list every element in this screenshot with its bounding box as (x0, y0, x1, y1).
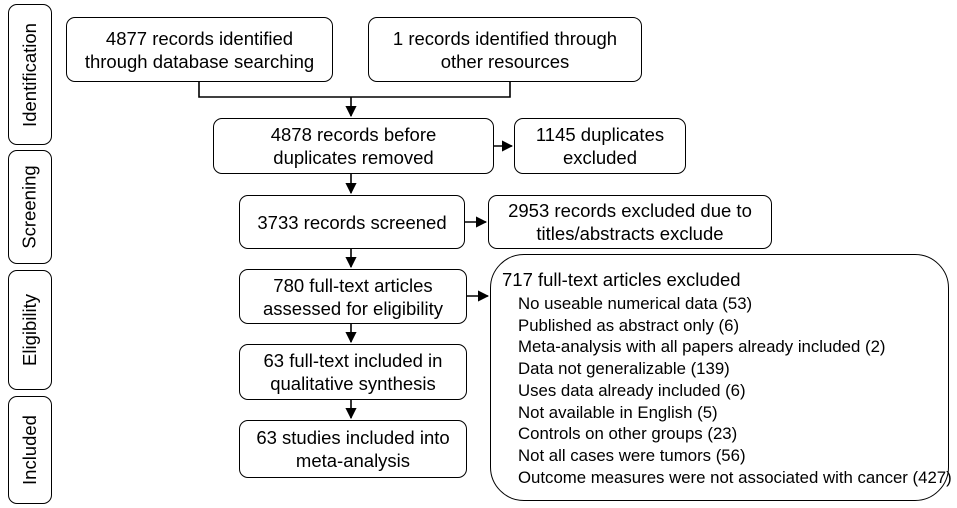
duplicates-excluded-line-2: excluded (562, 147, 638, 168)
db-search-line-1: 4877 records identified (105, 27, 294, 49)
screened-box: 3733 records screened (239, 195, 465, 249)
before-dupes-line-2: duplicates removed (273, 147, 434, 168)
merge-line (198, 82, 511, 98)
stage-identification-label: Identification (19, 22, 40, 127)
exclusion-reason: Meta-analysis with all papers already in… (518, 337, 886, 357)
db-search-box: 4877 records identified through database… (66, 17, 333, 82)
exclusion-reason: Uses data already included (6) (518, 380, 746, 400)
stage-eligibility: Eligibility (8, 270, 52, 390)
other-sources-line-2: other resources (440, 50, 570, 72)
before-dupes-box: 4878 records before duplicates removed (213, 118, 494, 174)
meta-analysis-line-1: 63 studies included into (256, 427, 450, 448)
title-excluded-line-2: titles/abstracts exclude (536, 223, 724, 244)
exclusion-reason: Controls on other groups (23) (518, 424, 738, 444)
qualitative-line-1: 63 full-text included in (263, 350, 443, 371)
meta-analysis-line-2: meta-analysis (295, 450, 411, 471)
full-text-line-1: 780 full-text articles (273, 274, 433, 296)
exclusion-reason: Outcome measures were not associated wit… (518, 467, 952, 487)
exclusion-reason: Published as abstract only (6) (518, 315, 740, 335)
before-dupes-line-1: 4878 records before (270, 124, 437, 145)
full-text-exclusions-box: 717 full-text articles excluded No useab… (490, 254, 952, 501)
title-excluded-box: 2953 records excluded due to titles/abst… (488, 195, 772, 249)
other-sources-box: 1 records identified through other resou… (368, 17, 642, 82)
exclusion-reason: Not all cases were tumors (56) (518, 445, 746, 465)
meta-analysis-box: 63 studies included into meta-analysis (239, 420, 467, 478)
duplicates-excluded-line-1: 1145 duplicates (535, 124, 665, 145)
stage-included: Included (8, 396, 52, 504)
qualitative-line-2: qualitative synthesis (270, 373, 436, 394)
db-search-line-2: through database searching (84, 50, 315, 72)
qualitative-box: 63 full-text included in qualitative syn… (239, 344, 467, 400)
exclusion-reason: Data not generalizable (139) (518, 359, 730, 379)
exclusions-title: 717 full-text articles excluded (502, 269, 741, 290)
screened-line-1: 3733 records screened (257, 211, 447, 233)
stage-screening: Screening (8, 150, 52, 264)
exclusion-reason: Not available in English (5) (518, 402, 718, 422)
stage-screening-label: Screening (19, 165, 40, 249)
full-text-line-2: assessed for eligibility (263, 297, 443, 319)
other-sources-line-1: 1 records identified through (392, 27, 618, 49)
duplicates-excluded-box: 1145 duplicates excluded (514, 118, 686, 174)
exclusion-reason: No useable numerical data (53) (518, 294, 753, 313)
stage-eligibility-label: Eligibility (19, 294, 40, 366)
stage-identification: Identification (8, 4, 52, 145)
title-excluded-line-1: 2953 records excluded due to (508, 200, 752, 221)
stage-included-label: Included (19, 415, 41, 485)
full-text-box: 780 full-text articles assessed for elig… (239, 269, 467, 324)
exclusion-reasons-list: No useable numerical data (53) Published… (491, 293, 952, 488)
